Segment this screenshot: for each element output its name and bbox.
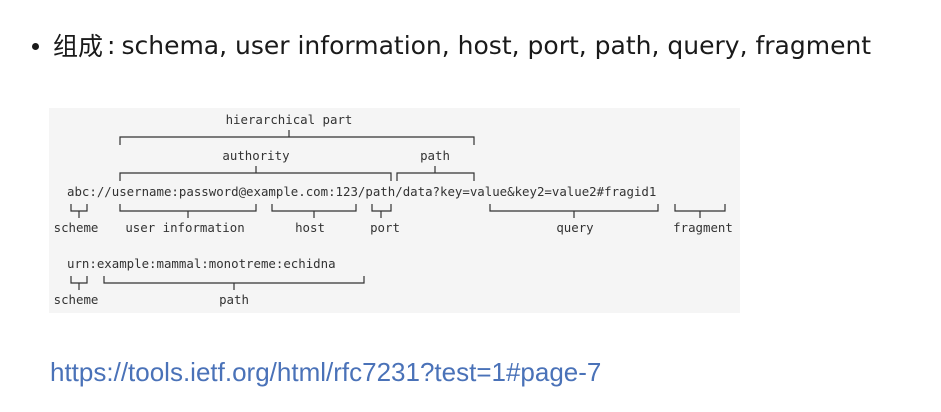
- bracket-scheme-2: [70, 276, 88, 290]
- bracket-port: [371, 204, 392, 218]
- uri-example-1: abc://username:password@example.com:123/…: [67, 184, 656, 199]
- bracket-hierarchical-part: [119, 130, 475, 145]
- bracket-fragment: [674, 204, 726, 218]
- bracket-user-information: [119, 204, 257, 218]
- bullet-label: 组成: [53, 32, 104, 61]
- label-scheme-2: scheme: [54, 292, 99, 307]
- label-port: port: [370, 220, 400, 235]
- label-authority: authority: [222, 148, 289, 163]
- bullet-item: 组成 : schema, user information, host, por…: [32, 27, 871, 63]
- bracket-query: [489, 204, 659, 218]
- rfc-link[interactable]: https://tools.ietf.org/html/rfc7231?test…: [50, 357, 602, 387]
- label-query: query: [556, 220, 593, 235]
- label-host: host: [295, 220, 325, 235]
- bracket-scheme-1: [70, 204, 88, 218]
- uri-example-2: urn:example:mammal:monotreme:echidna: [67, 256, 336, 271]
- label-fragment: fragment: [673, 220, 733, 235]
- label-hierarchical-part: hierarchical part: [226, 112, 353, 127]
- label-path-top: path: [420, 148, 450, 163]
- bracket-authority: [119, 166, 392, 181]
- bullet-separator: :: [107, 30, 116, 60]
- uri-syntax-diagram: hierarchical part authority path abc://u…: [49, 108, 740, 313]
- bullet-text: schema, user information, host, port, pa…: [121, 30, 872, 60]
- label-user-information: user information: [125, 220, 244, 235]
- bracket-host: [271, 204, 357, 218]
- label-path-2: path: [219, 292, 249, 307]
- bullet-dot: [32, 42, 39, 50]
- bracket-path-2: [103, 276, 365, 290]
- bracket-path-top: [396, 166, 475, 181]
- label-scheme-1: scheme: [54, 220, 99, 235]
- uri-diagram-svg: hierarchical part authority path abc://u…: [54, 112, 733, 307]
